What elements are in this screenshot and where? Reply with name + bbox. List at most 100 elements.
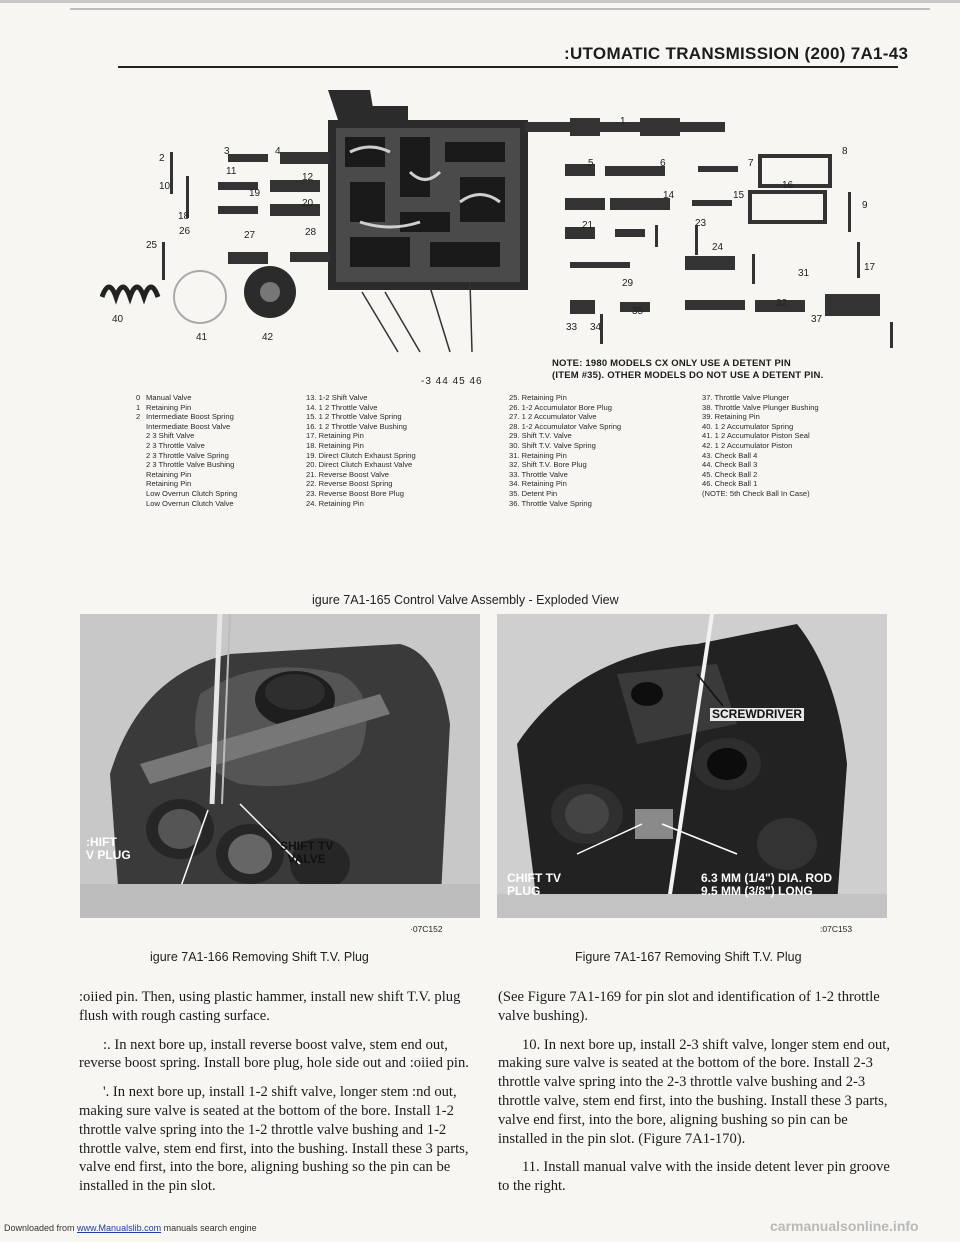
figure-166-code: ·07C152 (410, 924, 443, 934)
body-right-column: (See Figure 7A1-169 for pin slot and ide… (498, 988, 896, 1206)
part-number-25: 25 (146, 240, 158, 251)
part-number-7: 7 (748, 158, 754, 169)
part-number-37: 37 (811, 314, 823, 325)
part-number-34: 34 (590, 322, 602, 333)
part-number-18: 18 (178, 211, 190, 222)
part-number-2: 2 (159, 153, 165, 164)
legend-item: 20. Direct Clutch Exhaust Valve (306, 460, 413, 470)
part-number-1: 1 (620, 116, 626, 127)
paragraph: :oiied pin. Then, using plastic hammer, … (79, 989, 461, 1024)
legend-item: 41. 1 2 Accumulator Piston Seal (702, 431, 810, 441)
legend-item: 32. Shift T.V. Bore Plug (509, 460, 587, 470)
right-parts (565, 154, 893, 348)
legend-item: Retaining Pin (146, 479, 192, 489)
figure-167-photo: SCREWDRIVER CHIFT TV PLUG 6.3 MM (1/4") … (497, 614, 887, 918)
check-ball-numbers: -3 44 45 46 (421, 376, 483, 387)
legend-item: Retaining Pin (146, 469, 192, 479)
part-number-8: 8 (842, 146, 848, 157)
legend-item: 23. Reverse Boost Bore Plug (306, 488, 404, 498)
legend-item: 18. Retaining Pin (306, 440, 364, 450)
legend-item: 33. Throttle Valve (509, 469, 568, 479)
legend-col-4: 37. Throttle Valve Plunger 38. Throttle … (702, 393, 819, 499)
part-number-27: 27 (244, 230, 256, 241)
legend-item: 38. Throttle Valve Plunger Bushing (702, 402, 819, 412)
label-shift-tv-plug: :HIFT V PLUG (86, 835, 131, 862)
legend-item: 44. Check Ball 3 (702, 460, 758, 470)
legend-item: 40. 1 2 Accumulator Spring (702, 421, 794, 431)
label-shift-tv-plug-2: CHIFT TV PLUG (507, 871, 561, 898)
legend-item: 46. Check Ball 1 (702, 479, 758, 489)
legend-item: 35. Detent Pin (509, 488, 558, 498)
part-number-3: 3 (224, 146, 230, 157)
valve-body-casting (328, 90, 528, 290)
legend-item: Low Overrun Clutch Valve (146, 498, 234, 508)
part-number-9: 9 (862, 200, 868, 211)
part-number-42: 42 (262, 332, 274, 343)
accumulator-seal-and-piston (173, 266, 296, 324)
download-footer: Downloaded from www.Manualslib.com manua… (4, 1223, 257, 1233)
legend-item: 34. Retaining Pin (509, 479, 567, 489)
legend-item: Retaining Pin (146, 402, 192, 412)
part-number-26: 26 (179, 226, 191, 237)
legend-item: 31. Retaining Pin (509, 450, 567, 460)
part-number-12: 12 (302, 172, 314, 183)
paragraph: 10. In next bore up, install 2-3 shift v… (498, 1036, 891, 1147)
figure-166-photo: :HIFT V PLUG SHIFT TV VALVE (80, 614, 480, 918)
accumulator-spring (100, 284, 161, 305)
figure-167-caption: Figure 7A1-167 Removing Shift T.V. Plug (575, 950, 802, 964)
legend-item: 26. 1-2 Accumulator Bore Plug (509, 402, 612, 412)
legend-item: 45. Check Ball 2 (702, 469, 758, 479)
part-number-17: 17 (864, 262, 876, 273)
watermark: carmanualsonline.info (770, 1218, 919, 1234)
legend-item: 24. Retaining Pin (306, 498, 364, 508)
part-number-10: 10 (159, 181, 171, 192)
body-left-column: :oiied pin. Then, using plastic hammer, … (79, 988, 475, 1206)
running-head: :UTOMATIC TRANSMISSION (200) 7A1-43 (564, 44, 909, 63)
legend-item: 37. Throttle Valve Plunger (702, 393, 790, 402)
part-number-23: 23 (695, 218, 707, 229)
legend-col-2: 13. 1-2 Shift Valve 14. 1 2 Throttle Val… (306, 393, 416, 508)
legend-item: 27. 1 2 Accumulator Valve (509, 412, 597, 422)
part-number-35: 35 (632, 306, 644, 317)
part-number-41: 41 (196, 332, 208, 343)
manualslib-link[interactable]: www.Manualslib.com (77, 1223, 162, 1233)
legend-item: 2 3 Throttle Valve (146, 440, 205, 450)
header-rule (70, 8, 930, 10)
figure-166-caption: igure 7A1-166 Removing Shift T.V. Plug (150, 950, 369, 964)
part-number-32: 32 (776, 298, 788, 309)
note-line-2: (ITEM #35). OTHER MODELS DO NOT USE A DE… (552, 370, 824, 381)
legend-item: 22. Reverse Boost Spring (306, 479, 393, 489)
part-number-15: 15 (733, 190, 745, 201)
part-number-11: 11 (226, 166, 237, 177)
label-screwdriver: SCREWDRIVER (710, 707, 805, 721)
label-shift-tv-valve: SHIFT TV VALVE (280, 839, 334, 866)
detent-pin-note: NOTE: 1980 MODELS CX ONLY USE A DETENT P… (552, 358, 823, 382)
part-number-6: 6 (660, 158, 666, 169)
figure-166-illustration (80, 614, 480, 918)
legend-item: Low Overrun Clutch Spring (146, 488, 238, 498)
check-balls (361, 281, 473, 353)
legend-item: 14. 1 2 Throttle Valve (306, 402, 378, 412)
paragraph: 11. Install manual valve with the inside… (498, 1159, 890, 1195)
legend-item: 21. Reverse Boost Valve (306, 469, 390, 479)
part-number-19: 19 (249, 188, 261, 199)
part-number-20: 20 (302, 198, 314, 209)
part-number-24: 24 (712, 242, 724, 253)
paragraph: '. In next bore up, install 1-2 shift va… (79, 1084, 469, 1195)
legend-item: Intermediate Boost Valve (146, 421, 231, 431)
legend-item: 39. Retaining Pin (702, 412, 760, 422)
legend-item: 42. 1 2 Accumulator Piston (702, 440, 793, 450)
legend-item: 25. Retaining Pin (509, 393, 567, 402)
part-number-28: 28 (305, 227, 317, 238)
legend-item: 36. Throttle Valve Spring (509, 498, 592, 508)
paragraph: (See Figure 7A1-169 for pin slot and ide… (498, 989, 880, 1024)
header-underline (118, 66, 898, 68)
part-number-5: 5 (588, 158, 594, 169)
legend-item: 2 3 Throttle Valve Spring (146, 450, 229, 460)
part-number-33: 33 (566, 322, 578, 333)
left-parts (162, 152, 330, 280)
legend-item: (NOTE: 5th Check Ball In Case) (702, 488, 810, 498)
part-number-14: 14 (663, 190, 675, 201)
paragraph: :. In next bore up, install reverse boos… (79, 1036, 469, 1072)
legend-item: Intermediate Boost Spring (146, 412, 234, 422)
